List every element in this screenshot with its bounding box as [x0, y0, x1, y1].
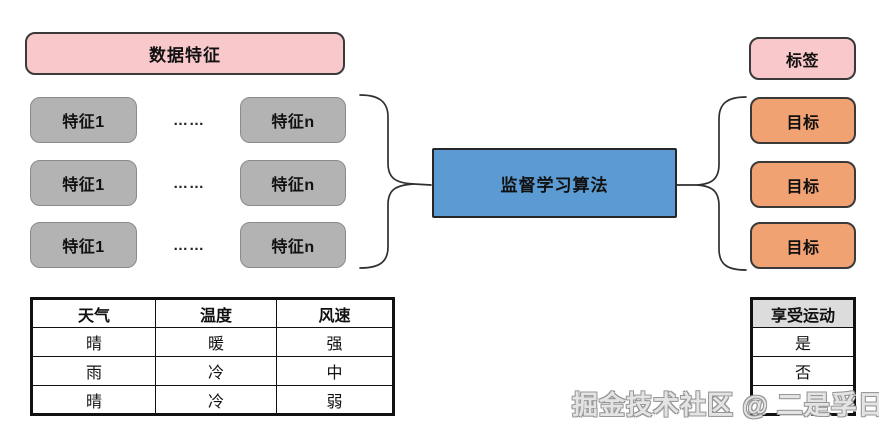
algorithm-box: 监督学习算法: [432, 148, 677, 218]
features-table-cell: 晴: [33, 328, 156, 357]
features-table-header: 天气: [33, 300, 156, 328]
features-table-cell: 强: [277, 328, 392, 357]
features-table-header: 风速: [277, 300, 392, 328]
features-table: 天气 温度 风速 晴 暖 强 雨 冷 中 晴 冷 弱: [30, 297, 395, 416]
features-table-cell: 弱: [326, 393, 343, 411]
feature-box-label: 特征n: [271, 177, 315, 194]
target-label: 目标: [786, 239, 820, 257]
feature-box-left-2: 特征1: [30, 160, 137, 206]
data-features-label: 数据特征: [149, 46, 221, 65]
features-table-cell: 冷: [156, 357, 277, 386]
labels-table: 享受运动 是 否: [750, 297, 856, 416]
feature-box-label: 特征1: [62, 177, 105, 194]
features-table-header: 温度: [156, 300, 277, 328]
ellipsis-dots-2: ……: [173, 174, 205, 192]
ellipsis-dots-3: ……: [173, 236, 205, 254]
features-table-cell: 暖: [156, 328, 277, 357]
target-box-1: 目标: [750, 97, 856, 144]
data-features-header-box: 数据特征: [25, 32, 345, 75]
target-label: 目标: [786, 114, 820, 132]
target-box-2: 目标: [750, 161, 856, 208]
left-brace-connector-line: [413, 183, 432, 186]
target-label: 目标: [786, 178, 820, 196]
feature-box-label: 特征1: [62, 239, 105, 256]
features-table-cell: 冷: [156, 386, 277, 413]
feature-box-label: 特征n: [271, 239, 315, 256]
feature-box-left-3: 特征1: [30, 222, 137, 268]
features-table-cell: 晴: [33, 386, 156, 413]
ellipsis-dots-1: ……: [173, 111, 205, 129]
label-label: 标签: [785, 52, 819, 70]
target-box-3: 目标: [750, 222, 856, 269]
labels-table-cell: 否: [753, 357, 853, 386]
left-brace: [359, 94, 415, 269]
feature-box-right-2: 特征n: [240, 160, 346, 206]
feature-box-label: 特征1: [62, 114, 105, 131]
features-table-cell: 雨: [33, 357, 156, 386]
algorithm-label: 监督学习算法: [500, 175, 609, 195]
watermark-text: 掘金技术社区 @ 二是孚日: [572, 390, 879, 420]
feature-box-label: 特征n: [271, 114, 315, 131]
labels-table-header: 享受运动: [753, 300, 853, 328]
label-header-box: 标签: [749, 37, 856, 80]
feature-box-right-3: 特征n: [240, 222, 346, 268]
feature-box-right-1: 特征n: [240, 97, 346, 143]
right-brace: [696, 96, 747, 271]
labels-table-cell: 是: [753, 328, 853, 357]
features-table-cell: 中: [277, 357, 392, 386]
feature-box-left-1: 特征1: [30, 97, 137, 143]
